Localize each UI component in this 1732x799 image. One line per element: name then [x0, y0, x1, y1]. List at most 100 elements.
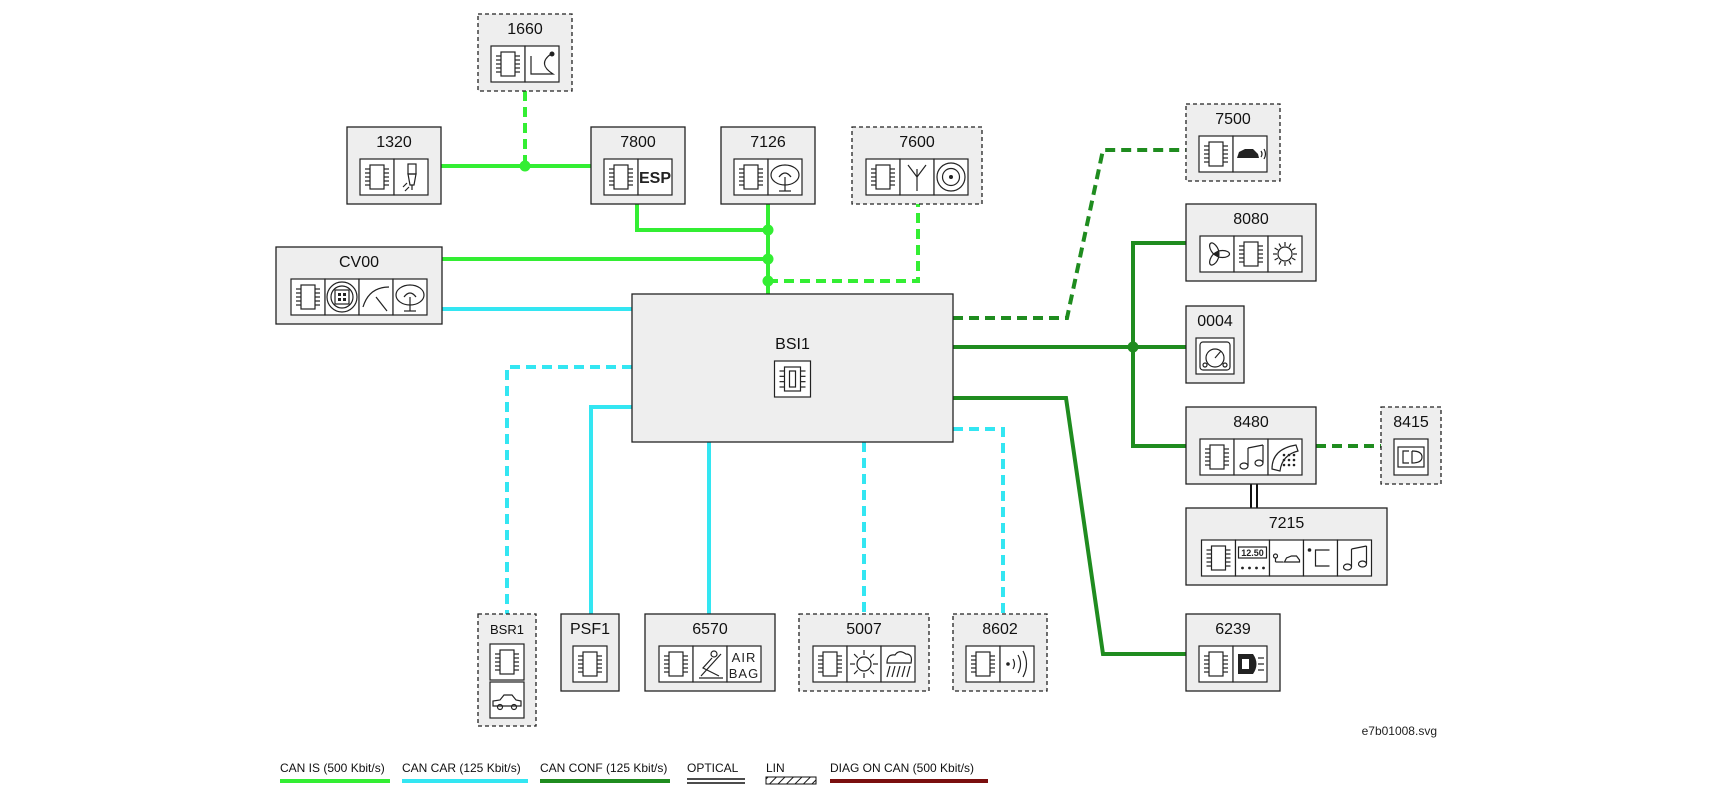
instrument-panel-icon — [1195, 337, 1235, 375]
car-trip-icon — [1268, 539, 1305, 577]
sun-sensor-icon — [846, 645, 882, 683]
module-label: BSR1 — [490, 622, 524, 637]
seatbelt-icon — [692, 645, 728, 683]
module-6239: 6239 — [1185, 613, 1281, 692]
connection-wires — [441, 91, 1381, 656]
ecu-chip-icon — [733, 158, 769, 196]
alarm-sensor-icon — [999, 645, 1035, 683]
legend-label: DIAG ON CAN (500 Kbit/s) — [830, 761, 974, 775]
ecu-chip-icon — [1198, 645, 1234, 683]
display-readout: 12.50 — [1241, 548, 1264, 558]
heater-icon — [1267, 235, 1303, 273]
wiper-stalk-icon — [358, 278, 394, 316]
wire-bsr1 — [505, 365, 632, 614]
steering-wheel-icon — [392, 278, 428, 316]
injector-icon — [393, 158, 429, 196]
wire-conf-bus — [1131, 241, 1186, 448]
legend-item-can-is: CAN IS (500 Kbit/s) — [280, 761, 390, 783]
module-0004: 0004 — [1185, 305, 1245, 384]
file-reference: e7b01008.svg — [1362, 724, 1437, 738]
module-cv00: CV00 — [275, 246, 443, 325]
wire-7600 — [768, 204, 920, 283]
legend-label: CAN CONF (125 Kbit/s) — [540, 761, 667, 775]
legend: CAN IS (500 Kbit/s) CAN CAR (125 Kbit/s) C… — [280, 761, 988, 785]
ecu-chip-icon — [865, 158, 901, 196]
disc-drive-icon — [933, 158, 969, 196]
legend-swatch — [765, 776, 817, 785]
legend-item-lin: LIN — [765, 761, 817, 785]
module-label: 5007 — [846, 621, 882, 638]
module-label: 7126 — [750, 134, 786, 151]
ecu-chip-icon — [489, 643, 525, 681]
cd-changer-icon — [1393, 438, 1429, 476]
switch-module-icon — [324, 278, 360, 316]
module-label: 8602 — [982, 621, 1018, 638]
antenna-icon — [899, 158, 935, 196]
ecu-chip-icon — [1199, 438, 1235, 476]
module-7215: 7215 12.50 — [1185, 507, 1388, 586]
junction-dot — [1127, 341, 1139, 353]
airbag-label-top: AIR — [732, 650, 757, 665]
ecu-chip-icon — [1198, 135, 1234, 173]
junction-dot — [519, 160, 531, 172]
module-1660: 1660 — [477, 13, 573, 92]
ecu-chip-icon — [359, 158, 395, 196]
module-8602: 8602 — [952, 613, 1048, 692]
ecu-chip-icon — [603, 158, 639, 196]
car-icon — [489, 681, 525, 719]
wire-8602 — [953, 427, 1005, 614]
ecu-chip-icon — [290, 278, 326, 316]
ecu-chip-icon — [1233, 235, 1269, 273]
module-psf1: PSF1 — [560, 613, 620, 692]
airbag-label-bottom: BAG — [729, 666, 759, 681]
module-label: 1320 — [376, 134, 412, 151]
module-bsi1: BSI1 — [631, 293, 954, 443]
legend-label: CAN IS (500 Kbit/s) — [280, 761, 385, 775]
module-label: BSI1 — [775, 336, 810, 353]
legend-item-optical: OPTICAL — [687, 761, 745, 784]
rain-sensor-icon — [880, 645, 916, 683]
ecu-chip-icon — [572, 645, 608, 683]
horn-icon — [524, 45, 560, 83]
ecu-chip-icon — [490, 45, 526, 83]
module-7500: 7500 — [1185, 103, 1281, 182]
junction-dot — [762, 275, 774, 287]
parking-sensor-icon — [1232, 135, 1268, 173]
fan-icon — [1199, 235, 1235, 273]
legend-label: LIN — [766, 761, 785, 775]
module-label: 8480 — [1233, 414, 1269, 431]
module-8080: 8080 — [1185, 203, 1317, 282]
wire-psf1 — [589, 405, 632, 614]
legend-label: CAN CAR (125 Kbit/s) — [402, 761, 521, 775]
module-label: 8080 — [1233, 211, 1269, 228]
wire-6239 — [953, 396, 1186, 656]
ecu-chip-icon — [1200, 539, 1237, 577]
legend-label: OPTICAL — [687, 761, 739, 775]
module-label: 7800 — [620, 134, 656, 151]
multifunction-display-icon: 12.50 — [1234, 539, 1271, 577]
module-1320: 1320 — [346, 126, 442, 205]
steering-wheel-icon — [767, 158, 803, 196]
junction-dot — [762, 253, 774, 265]
junction-dots — [519, 160, 1139, 353]
module-label: PSF1 — [570, 621, 610, 638]
module-label: 6239 — [1215, 621, 1251, 638]
esp-label: ESP — [639, 170, 671, 187]
module-7600: 7600 — [851, 126, 983, 205]
module-label: 0004 — [1197, 313, 1233, 330]
fuse-box-icon — [773, 360, 812, 398]
ecu-chip-icon — [812, 645, 848, 683]
music-note-icon — [1336, 539, 1373, 577]
module-label: 6570 — [692, 621, 728, 638]
module-8480: 8480 — [1185, 406, 1317, 485]
module-label: 7500 — [1215, 111, 1251, 128]
module-8415: 8415 — [1380, 406, 1442, 485]
module-5007: 5007 — [798, 613, 930, 692]
legend-item-can-conf: CAN CONF (125 Kbit/s) — [540, 761, 670, 783]
module-label: 7215 — [1269, 515, 1305, 532]
module-label: 7600 — [899, 134, 935, 151]
